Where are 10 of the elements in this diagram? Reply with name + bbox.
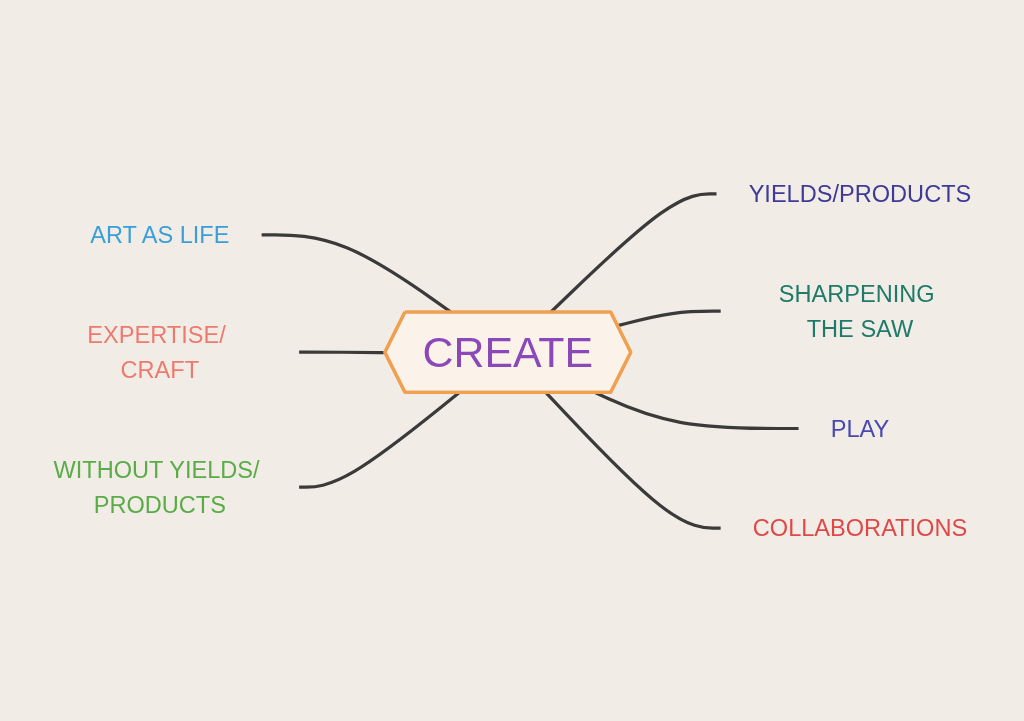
- connector: [299, 391, 460, 489]
- connector: [299, 350, 386, 354]
- node-text: EXPERTISE/ CRAFT: [87, 320, 226, 383]
- node-text: SHARPENING THE SAW: [778, 279, 935, 342]
- node-text: YIELDS/PRODUCTS: [748, 179, 972, 207]
- node-text: ART AS LIFE: [90, 220, 230, 248]
- node-text: WITHOUT YIELDS/ PRODUCTS: [53, 455, 260, 518]
- connector: [545, 391, 721, 530]
- node-text: PLAY: [830, 414, 890, 442]
- node-text: COLLABORATIONS: [752, 514, 968, 542]
